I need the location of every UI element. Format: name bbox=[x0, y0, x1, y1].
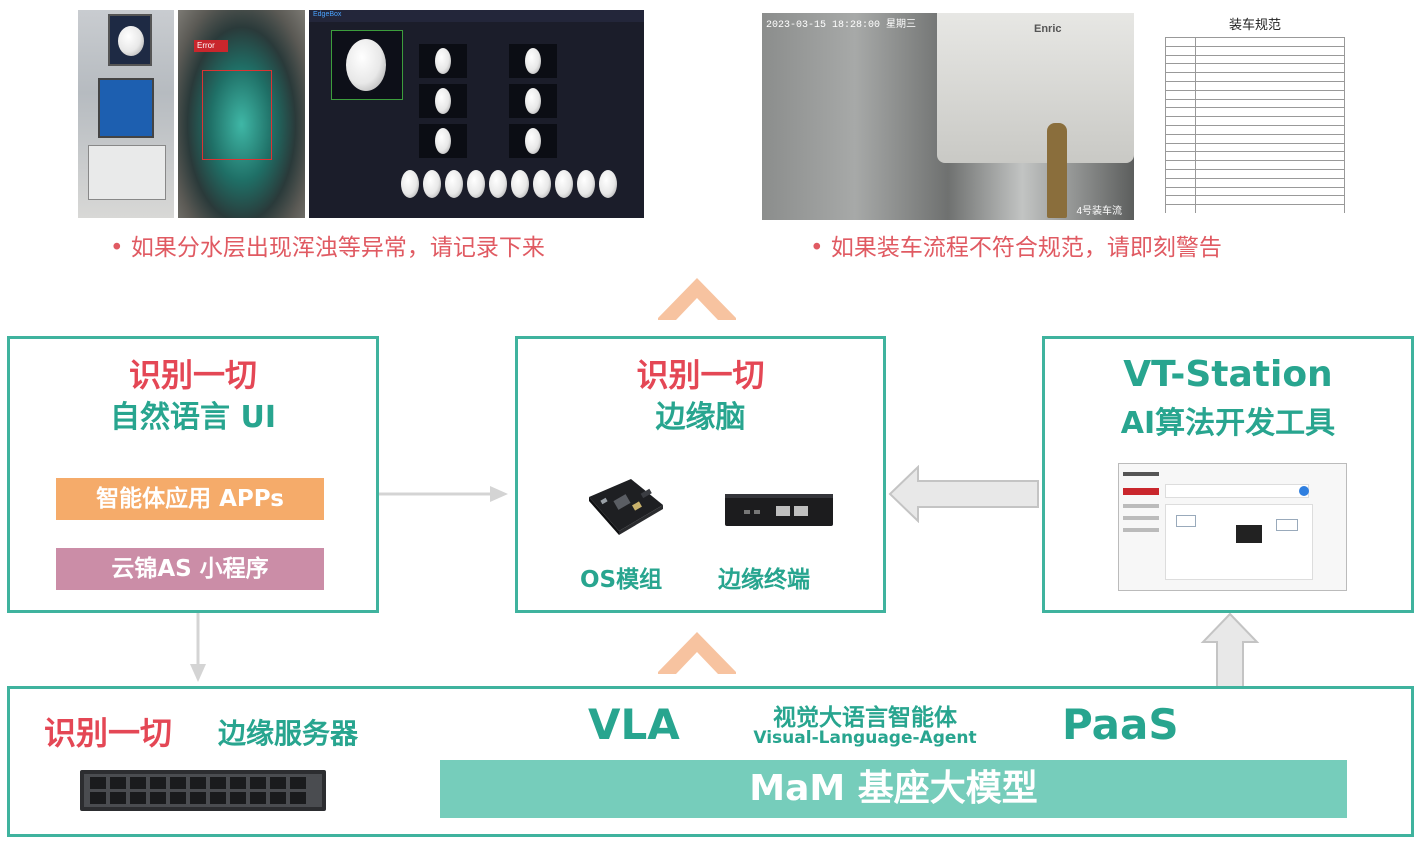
sight-glass-image bbox=[511, 170, 529, 198]
dashboard-brand: EdgeBox bbox=[313, 11, 342, 18]
dashboard-thumb bbox=[419, 84, 467, 118]
mid-box-red-title: 识别一切 bbox=[636, 356, 765, 394]
error-tag: Error bbox=[194, 40, 228, 52]
left-box-red-title: 识别一切 bbox=[128, 356, 257, 394]
vt-menu-item bbox=[1123, 504, 1159, 508]
dashboard-thumb bbox=[419, 44, 467, 78]
os-module-label: OS模组 bbox=[580, 567, 663, 593]
dashboard-main-view bbox=[331, 30, 403, 100]
dashboard-thumb bbox=[509, 124, 557, 158]
truck-brand: Enric bbox=[1034, 23, 1062, 35]
sight-glass-image bbox=[467, 170, 485, 198]
left-box-teal-title: 自然语言 UI bbox=[110, 400, 276, 435]
worker-figure bbox=[1047, 123, 1067, 218]
monitor-screen bbox=[108, 14, 152, 66]
caption-left: • 如果分水层出现浑浊等异常，请记录下来 bbox=[110, 235, 545, 261]
mid-box-teal-title: 边缘脑 bbox=[655, 400, 746, 435]
vla-en-label: Visual-Language-Agent bbox=[753, 728, 977, 748]
up-chevron-icon bbox=[658, 278, 736, 320]
monitoring-dashboard: EdgeBox bbox=[309, 10, 644, 218]
vt-menu-item bbox=[1123, 516, 1159, 520]
sight-glass-image bbox=[118, 26, 144, 56]
sight-glass-image bbox=[435, 128, 451, 154]
vla-label: VLA bbox=[588, 700, 680, 749]
vt-flow-node bbox=[1176, 515, 1196, 527]
doc-title: 装车规范 bbox=[1228, 17, 1281, 32]
vt-flow-node bbox=[1276, 519, 1298, 531]
vt-menu-active bbox=[1123, 488, 1159, 495]
up-chevron-icon bbox=[658, 632, 736, 674]
paas-label: PaaS bbox=[1062, 700, 1179, 749]
vt-send-icon bbox=[1299, 486, 1309, 496]
caption-right: • 如果装车流程不符合规范，请即刻警告 bbox=[810, 235, 1222, 261]
vt-menu-item bbox=[1123, 528, 1159, 532]
sight-glass-image bbox=[525, 88, 541, 114]
vt-station-title: VT-Station bbox=[1123, 354, 1333, 395]
sight-glass-image bbox=[423, 170, 441, 198]
spec-table bbox=[1165, 37, 1345, 213]
dashboard-thumb bbox=[419, 124, 467, 158]
dashboard-thumb bbox=[509, 84, 557, 118]
vt-station-screenshot bbox=[1118, 463, 1347, 591]
vla-cn-label: 视觉大语言智能体 bbox=[773, 705, 957, 731]
loading-spec-document: 装车规范 bbox=[1162, 10, 1348, 213]
left-arrow-icon bbox=[888, 465, 1039, 523]
sight-glass-image bbox=[525, 48, 541, 74]
edge-server-label: 边缘服务器 bbox=[218, 717, 359, 750]
os-module-board-icon bbox=[589, 479, 663, 535]
edge-terminal-label: 边缘终端 bbox=[718, 567, 810, 593]
sight-glass-photo: Error bbox=[178, 10, 305, 218]
dashboard-header: EdgeBox bbox=[309, 10, 644, 22]
sight-glass-image bbox=[525, 128, 541, 154]
dashboard-thumb bbox=[509, 44, 557, 78]
vt-prompt-input bbox=[1165, 484, 1309, 498]
vt-flow-canvas bbox=[1165, 504, 1313, 580]
edge-brain-box bbox=[515, 336, 886, 613]
control-room-photo bbox=[78, 10, 174, 218]
agent-apps-bar: 智能体应用 APPs bbox=[56, 478, 324, 520]
sight-glass-image bbox=[577, 170, 595, 198]
camera-label: 4号装车流 bbox=[1076, 206, 1122, 217]
egg-strip bbox=[401, 168, 626, 200]
camera-timestamp: 2023-03-15 18:28:00 星期三 bbox=[766, 20, 917, 31]
sight-glass-image bbox=[599, 170, 617, 198]
sight-glass-image bbox=[555, 170, 573, 198]
bottom-box-red-title: 识别一切 bbox=[44, 714, 173, 752]
monitor-screen-lower bbox=[98, 78, 154, 138]
edge-terminal-icon bbox=[725, 494, 833, 526]
sight-glass-image bbox=[489, 170, 507, 198]
sight-glass-image bbox=[435, 48, 451, 74]
sight-glass-image bbox=[401, 170, 419, 198]
edge-server-icon bbox=[80, 770, 326, 811]
loading-camera-photo: Enric 2023-03-15 18:28:00 星期三 4号装车流 bbox=[762, 13, 1134, 220]
sight-glass-image bbox=[445, 170, 463, 198]
sight-glass-image bbox=[435, 88, 451, 114]
mam-foundation-model-bar: MaM 基座大模型 bbox=[440, 760, 1347, 818]
sight-glass-image bbox=[533, 170, 551, 198]
tanker-truck bbox=[937, 13, 1134, 163]
mini-program-bar: 云锦AS 小程序 bbox=[56, 548, 324, 590]
vt-logo bbox=[1123, 472, 1159, 476]
control-panel bbox=[88, 145, 166, 200]
sight-glass-image bbox=[346, 39, 386, 91]
detection-box bbox=[202, 70, 272, 160]
vt-flow-node bbox=[1236, 525, 1262, 543]
vt-station-subtitle: AI算法开发工具 bbox=[1120, 406, 1336, 441]
